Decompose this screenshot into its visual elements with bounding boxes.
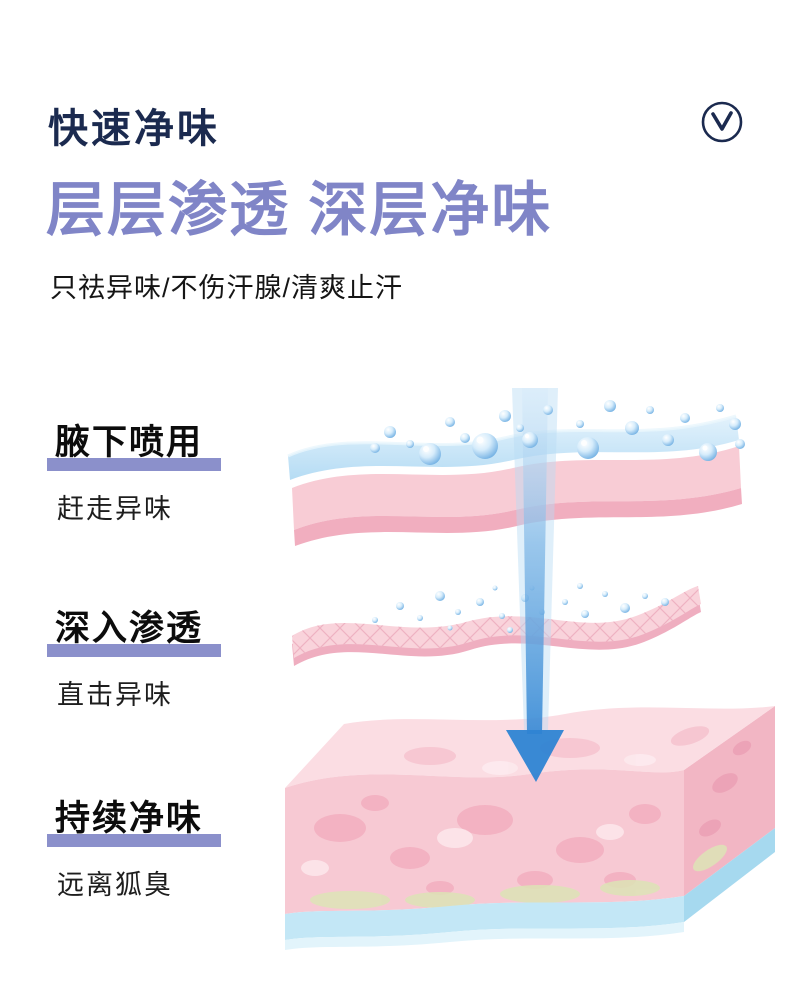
step-title-text: 持续净味 [55,799,204,838]
middle-skin-ribbon [292,583,701,666]
step-desc: 直击异味 [57,680,173,710]
top-skin-layer [287,414,742,546]
step-title: 持续净味 [46,790,222,847]
step-lasting: 持续净味 远离狐臭 [46,790,222,902]
chevron-down-circle-svg [701,101,743,143]
skin-layers-illustration [280,388,780,983]
step-title-text: 腋下喷用 [55,423,204,462]
water-droplets [370,400,745,465]
step-title-text: 深入渗透 [55,609,204,648]
chevron-down-circle-icon [700,100,744,144]
section-kicker: 快速净味 [48,107,220,151]
step-title: 腋下喷用 [46,414,222,471]
page-title: 层层渗透 深层净味 [46,177,553,243]
step-title: 深入渗透 [46,600,222,657]
skin-layers-svg [285,388,775,950]
step-spray: 腋下喷用 赶走异味 [46,414,222,526]
step-desc: 赶走异味 [57,494,173,524]
page-subtitle: 只祛异味/不伤汗腺/清爽止汗 [50,273,404,303]
step-desc: 远离狐臭 [57,870,173,900]
penetration-arrow [506,388,564,782]
step-penetrate: 深入渗透 直击异味 [46,600,222,712]
